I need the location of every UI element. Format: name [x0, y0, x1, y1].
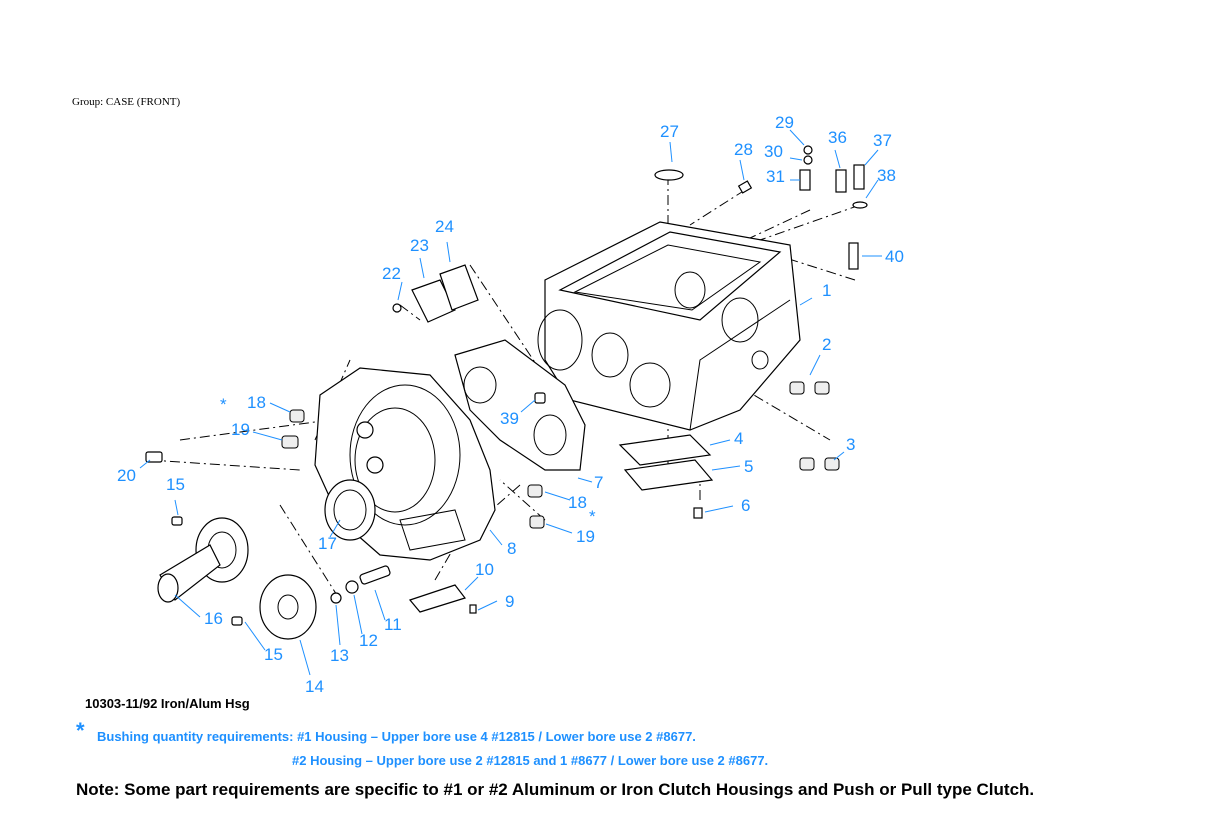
flange-part-14: [259, 574, 317, 640]
callout-19-lower: 19: [576, 527, 595, 546]
callout-30: 30: [764, 142, 783, 161]
figure-caption: 10303-11/92 Iron/Alum Hsg: [85, 696, 250, 711]
callout-8: 8: [507, 539, 516, 558]
callout-39: 39: [500, 409, 519, 428]
callout-2: 2: [822, 335, 831, 354]
callout-5: 5: [744, 457, 753, 476]
callout-23: 23: [410, 236, 429, 255]
callout-17: 17: [318, 534, 337, 553]
callout-star-upper: *: [220, 395, 227, 414]
callout-9: 9: [505, 592, 514, 611]
callout-36: 36: [828, 128, 847, 147]
seal-ring-part-17: [324, 479, 376, 541]
gasket-part-7: [454, 339, 586, 471]
callout-28: 28: [734, 140, 753, 159]
callout-18-upper: 18: [247, 393, 266, 412]
callout-10: 10: [475, 560, 494, 579]
cover-plates-part-23-24: [392, 264, 479, 323]
case-housing-part-1: [537, 221, 801, 431]
callout-6: 6: [741, 496, 750, 515]
callout-18-lower: 18: [568, 493, 587, 512]
callout-40: 40: [885, 247, 904, 266]
main-note: Note: Some part requirements are specifi…: [76, 780, 1035, 799]
bearing-retainer-part-16: [157, 517, 249, 603]
callout-37: 37: [873, 131, 892, 150]
callout-14: 14: [305, 677, 324, 696]
callout-16: 16: [204, 609, 223, 628]
bushing-note-line-1: Bushing quantity requirements: #1 Housin…: [97, 729, 696, 744]
callout-20: 20: [117, 466, 136, 485]
callout-11: 11: [384, 615, 402, 634]
callout-15-upper: 15: [166, 475, 185, 494]
group-label: Group: CASE (FRONT): [72, 96, 181, 108]
callout-3: 3: [846, 435, 855, 454]
callout-31: 31: [766, 167, 785, 186]
small-components: [145, 145, 868, 626]
callout-19-upper: 19: [231, 420, 250, 439]
callout-22: 22: [382, 264, 401, 283]
callout-13: 13: [330, 646, 349, 665]
callout-numbers: 1 2 3 4 5 6 7 8 9 10 11 12 13 14 15 15 1…: [117, 113, 904, 696]
callout-24: 24: [435, 217, 454, 236]
callout-27: 27: [660, 122, 679, 141]
callout-15-lower: 15: [264, 645, 283, 664]
callout-4: 4: [734, 429, 743, 448]
exploded-parts-diagram: 1 2 3 4 5 6 7 8 9 10 11 12 13 14 15 15 1…: [117, 113, 904, 696]
bushing-note-line-2: #2 Housing – Upper bore use 2 #12815 and…: [292, 753, 769, 768]
callout-7: 7: [594, 473, 603, 492]
callout-29: 29: [775, 113, 794, 132]
callout-1: 1: [822, 281, 831, 300]
callout-star-lower: *: [589, 507, 596, 526]
leader-lines: [139, 129, 882, 676]
bushing-note-star: *: [76, 718, 85, 743]
callout-12: 12: [359, 631, 378, 650]
callout-38: 38: [877, 166, 896, 185]
